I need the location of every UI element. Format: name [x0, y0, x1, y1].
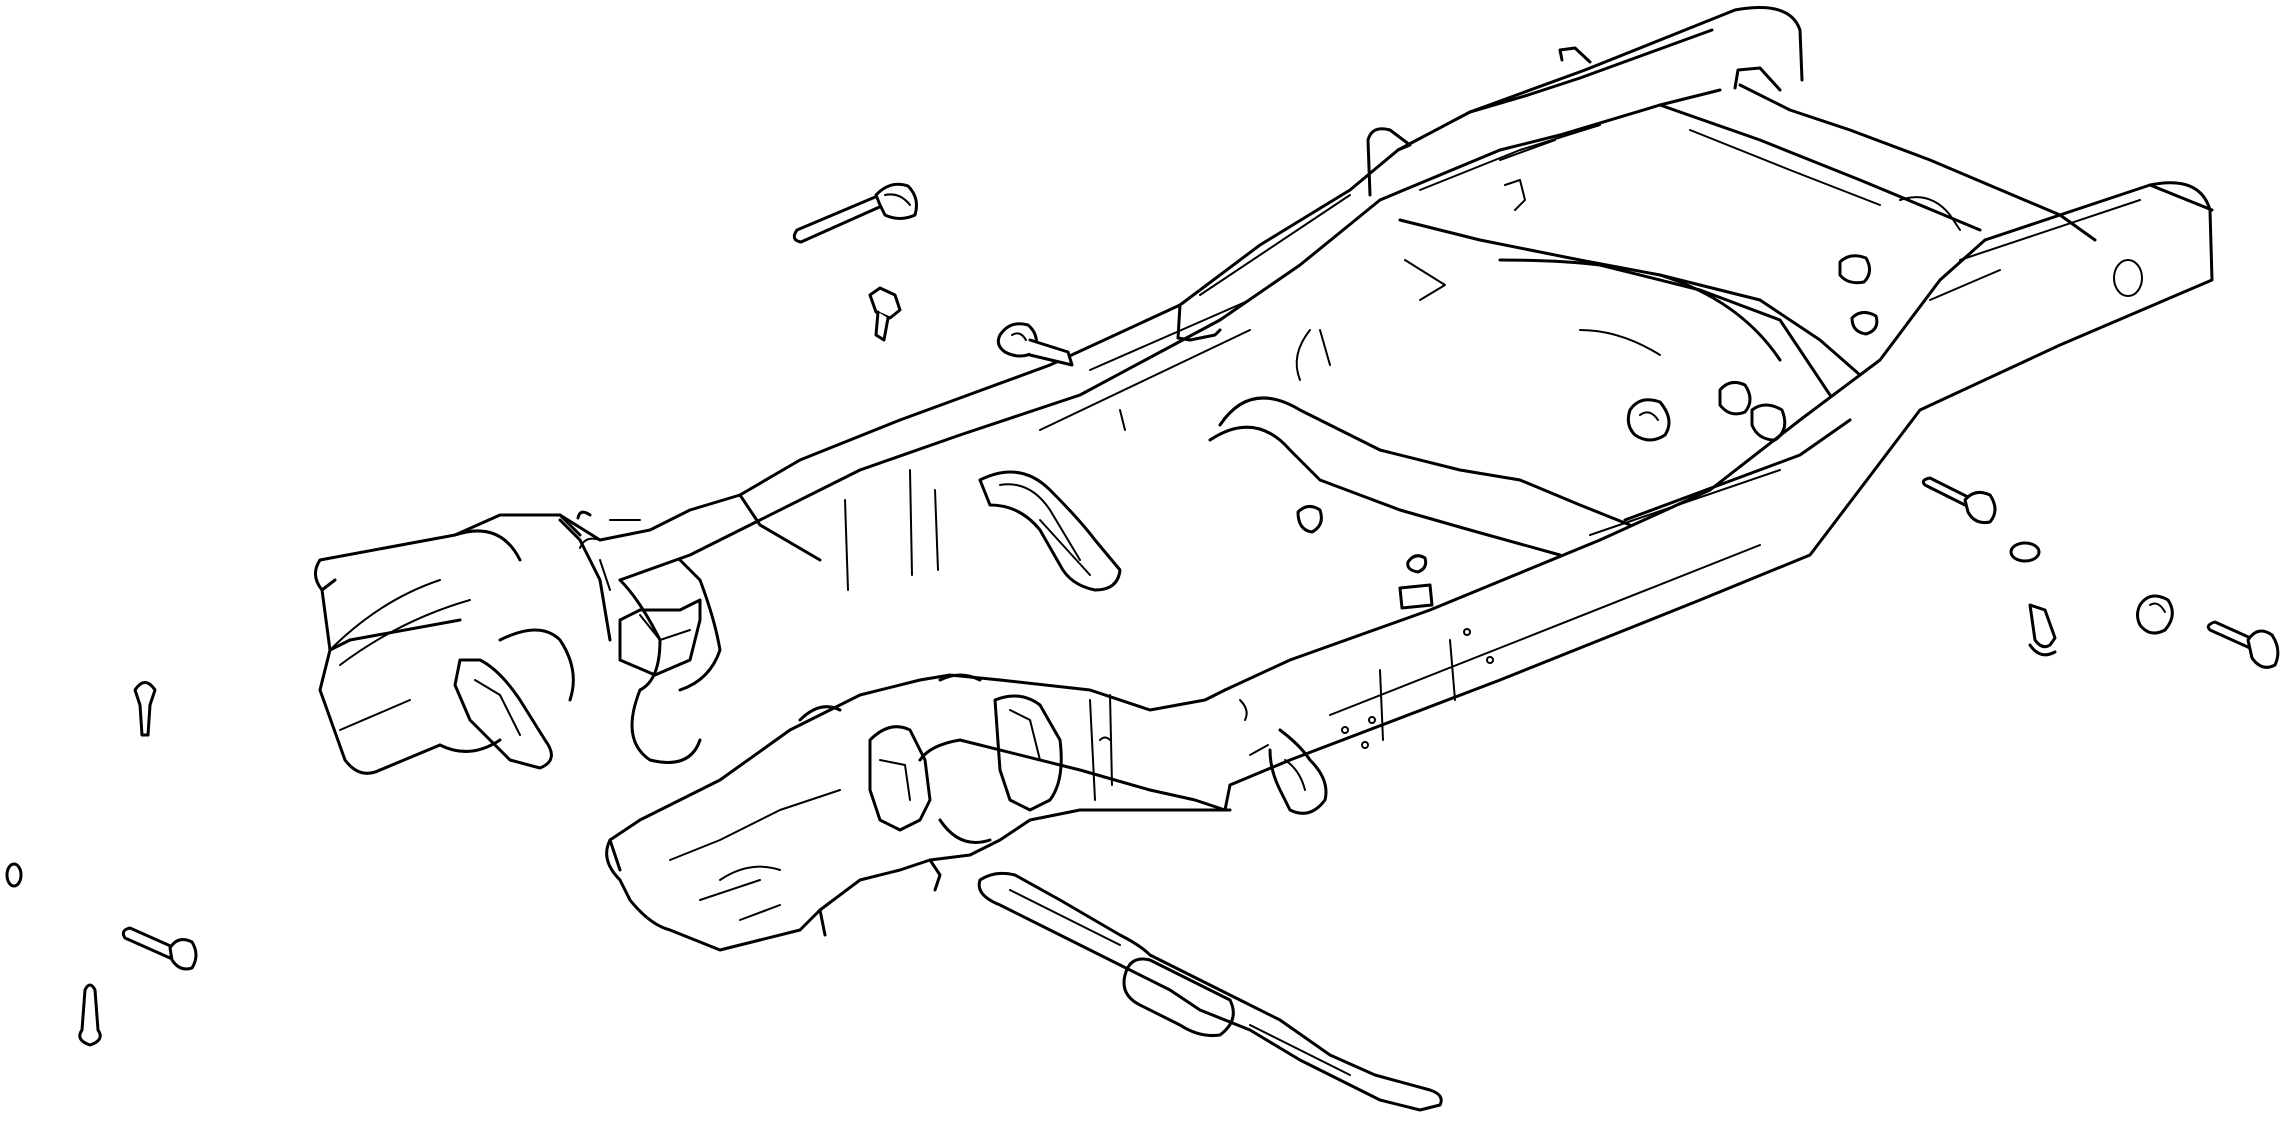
front-suspension-bracket [314, 493, 822, 775]
rivet-lower-left [78, 983, 102, 1047]
rear-crossmember [1366, 6, 2097, 242]
crossmember-bolt-right [1921, 476, 2041, 563]
frame-rail-right-front [605, 673, 1328, 952]
crossmember-bolt [868, 286, 902, 342]
body-mount-cushion [1296, 254, 1879, 610]
spring-hanger [978, 470, 1122, 592]
rivet-right [2028, 603, 2057, 657]
body-mount-cushion-right [2136, 594, 2174, 635]
frame-rail-left [598, 148, 1446, 591]
front-crossmember [1589, 418, 1852, 536]
transmission-support [977, 871, 1443, 1112]
bracket-tab [1176, 303, 1222, 342]
body-mount-bolt-right [2206, 620, 2280, 669]
center-crossmember [1208, 218, 1862, 557]
rivet [5, 681, 157, 888]
body-mount-bolt [792, 182, 918, 244]
crossmember-bolt-left [121, 926, 198, 971]
body-mount-bolt-2 [996, 322, 1074, 367]
